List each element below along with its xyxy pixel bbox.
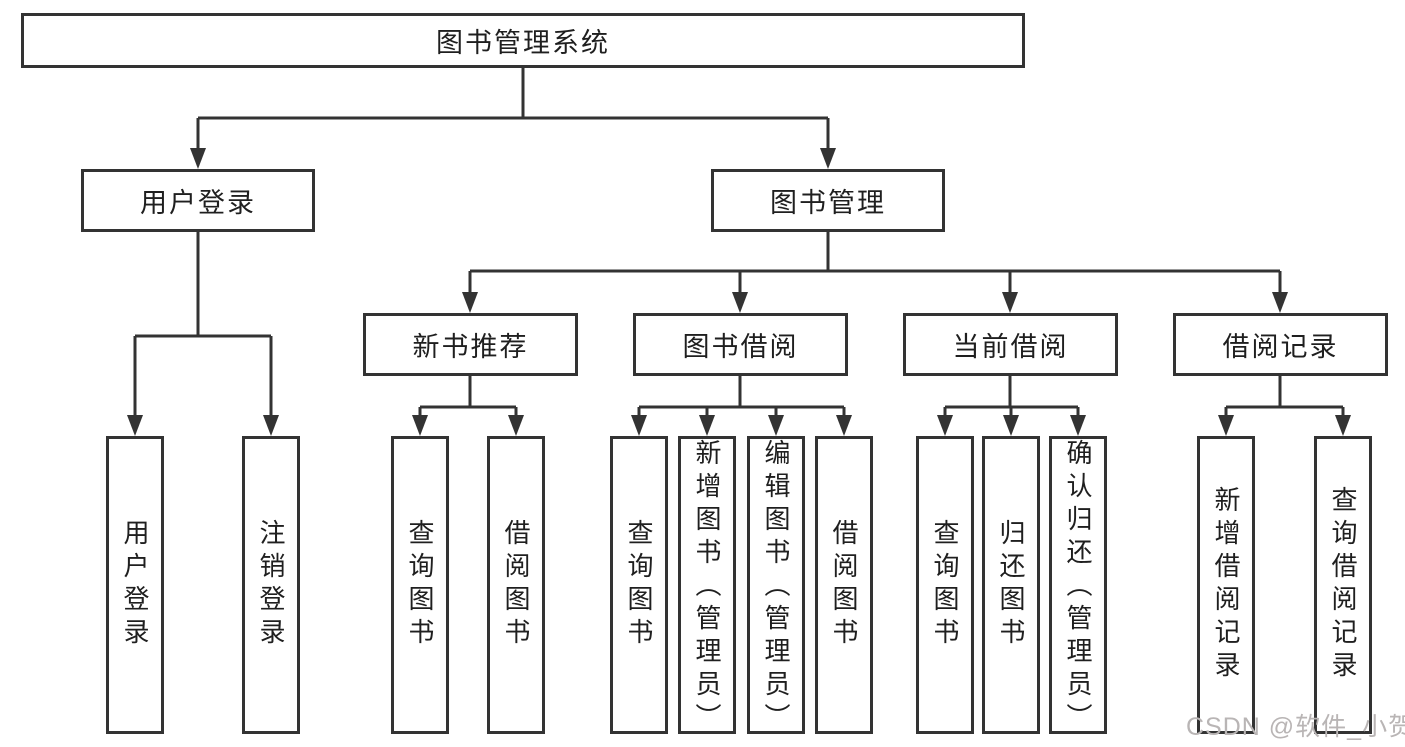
leaf-confirm-return-admin-label: 确认归还（管理员） (1063, 439, 1093, 736)
node-book-management: 图书管理 (711, 169, 945, 232)
arrowhead (732, 292, 748, 313)
arrowheads (127, 148, 1351, 436)
leaf-borrow-books-borrowing-label: 借阅图书 (829, 519, 859, 651)
arrowhead (699, 415, 715, 436)
node-new-book-recommendation: 新书推荐 (363, 313, 578, 376)
arrowhead (127, 415, 143, 436)
leaf-add-borrow-record: 新增借阅记录 (1197, 436, 1255, 734)
leaf-borrow-books-recommend: 借阅图书 (487, 436, 545, 734)
node-user-login-label: 用户登录 (140, 188, 256, 218)
leaf-query-books-borrowing-label: 查询图书 (624, 519, 654, 651)
leaf-return-book-label: 归还图书 (996, 519, 1026, 651)
leaf-borrow-books-recommend-label: 借阅图书 (501, 519, 531, 651)
leaf-query-books-current-label: 查询图书 (930, 519, 960, 651)
node-library-system: 图书管理系统 (21, 13, 1025, 68)
leaf-user-login: 用户登录 (106, 436, 164, 734)
leaf-user-login-label: 用户登录 (120, 519, 150, 651)
arrowhead (768, 415, 784, 436)
arrowhead (462, 292, 478, 313)
node-current-borrowing: 当前借阅 (903, 313, 1118, 376)
node-book-borrowing-label: 图书借阅 (682, 332, 799, 362)
node-current-borrowing-label: 当前借阅 (952, 332, 1069, 362)
node-borrowing-records: 借阅记录 (1173, 313, 1388, 376)
leaf-add-borrow-record-label: 新增借阅记录 (1211, 486, 1241, 684)
leaf-logout: 注销登录 (242, 436, 300, 734)
leaf-edit-book-admin: 编辑图书（管理员） (747, 436, 805, 736)
leaf-add-book-admin-label: 新增图书（管理员） (692, 439, 722, 736)
arrowhead (820, 148, 836, 169)
arrowhead (836, 415, 852, 436)
arrowhead (1003, 415, 1019, 436)
arrowhead (1070, 415, 1086, 436)
leaf-borrow-books-borrowing: 借阅图书 (815, 436, 873, 734)
node-borrowing-records-label: 借阅记录 (1222, 332, 1339, 362)
leaf-query-books-borrowing: 查询图书 (610, 436, 668, 734)
arrowhead (1335, 415, 1351, 436)
node-book-management-label: 图书管理 (770, 188, 886, 218)
leaf-query-books-recommend-label: 查询图书 (405, 519, 435, 651)
arrowhead (1002, 292, 1018, 313)
leaf-logout-label: 注销登录 (256, 519, 286, 651)
connector-path (133, 68, 1345, 417)
arrowhead (1218, 415, 1234, 436)
leaf-confirm-return-admin: 确认归还（管理员） (1049, 436, 1107, 736)
leaf-query-books-recommend: 查询图书 (391, 436, 449, 734)
leaf-query-books-current: 查询图书 (916, 436, 974, 734)
arrowhead (1272, 292, 1288, 313)
node-new-book-recommendation-label: 新书推荐 (412, 332, 529, 362)
arrowhead (631, 415, 647, 436)
leaf-query-borrow-record-label: 查询借阅记录 (1328, 486, 1358, 684)
arrowhead (937, 415, 953, 436)
leaf-return-book: 归还图书 (982, 436, 1040, 734)
node-library-system-label: 图书管理系统 (436, 28, 610, 58)
arrowhead (412, 415, 428, 436)
arrowhead (508, 415, 524, 436)
arrowhead (263, 415, 279, 436)
node-book-borrowing: 图书借阅 (633, 313, 848, 376)
leaf-query-borrow-record: 查询借阅记录 (1314, 436, 1372, 734)
leaf-add-book-admin: 新增图书（管理员） (678, 436, 736, 736)
leaf-edit-book-admin-label: 编辑图书（管理员） (761, 439, 791, 736)
arrowhead (190, 148, 206, 169)
csdn-watermark: CSDN @软件_小贺同学 (1186, 713, 1405, 741)
node-user-login: 用户登录 (81, 169, 315, 232)
